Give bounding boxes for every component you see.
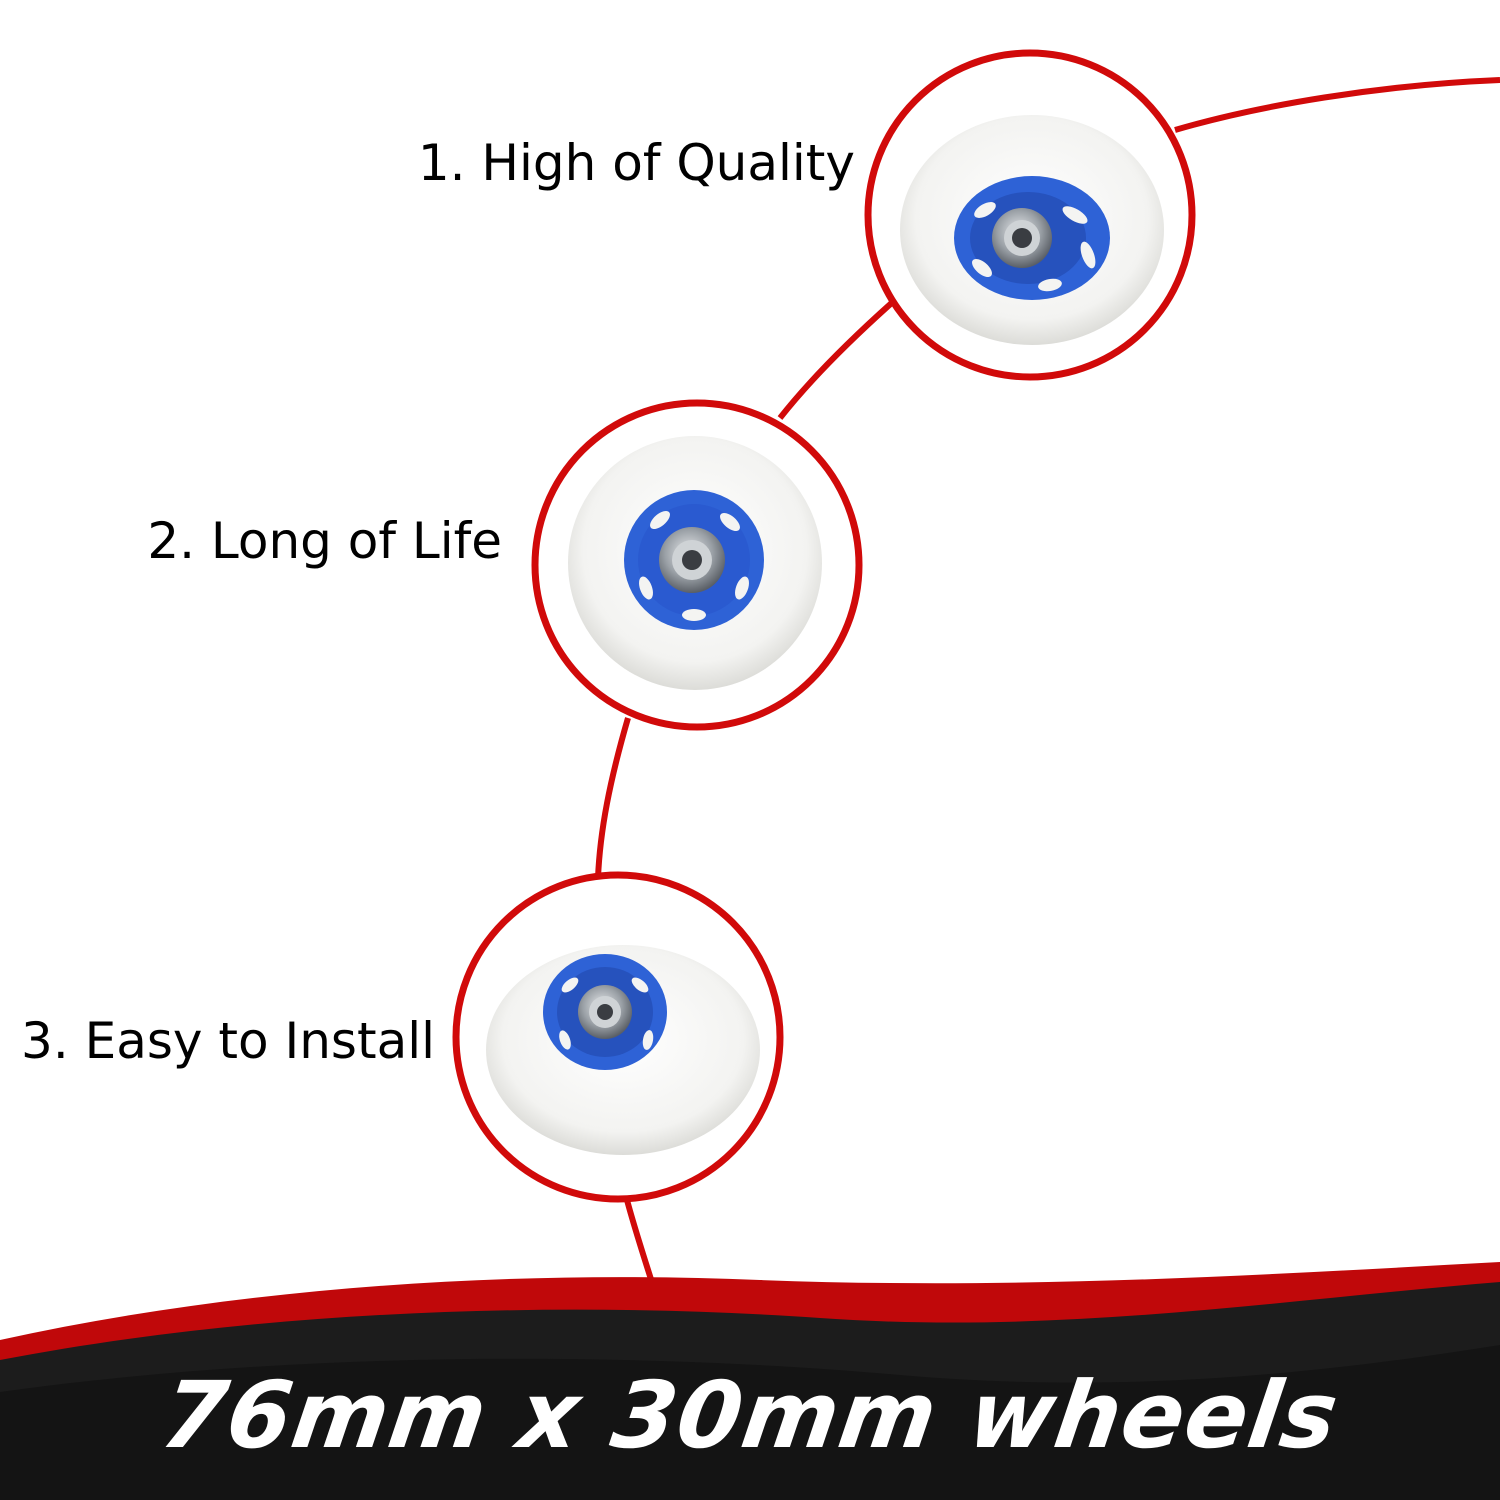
feature-label-life: 2. Long of Life [147,512,502,570]
banner-title: 76mm x 30mm wheels [155,1362,1345,1469]
wheel-photo [900,115,1164,345]
connector-curve [595,77,1500,1293]
feature-label-install: 3. Easy to Install [21,1012,435,1070]
wheel-frame-1 [864,49,1196,381]
wheel-frame-2 [531,399,863,731]
wheel-photo [486,945,760,1155]
wheel-photo [568,436,822,690]
wheel-frame-3 [452,871,784,1203]
banner-background [0,1262,1500,1500]
feature-label-quality: 1. High of Quality [417,134,855,192]
